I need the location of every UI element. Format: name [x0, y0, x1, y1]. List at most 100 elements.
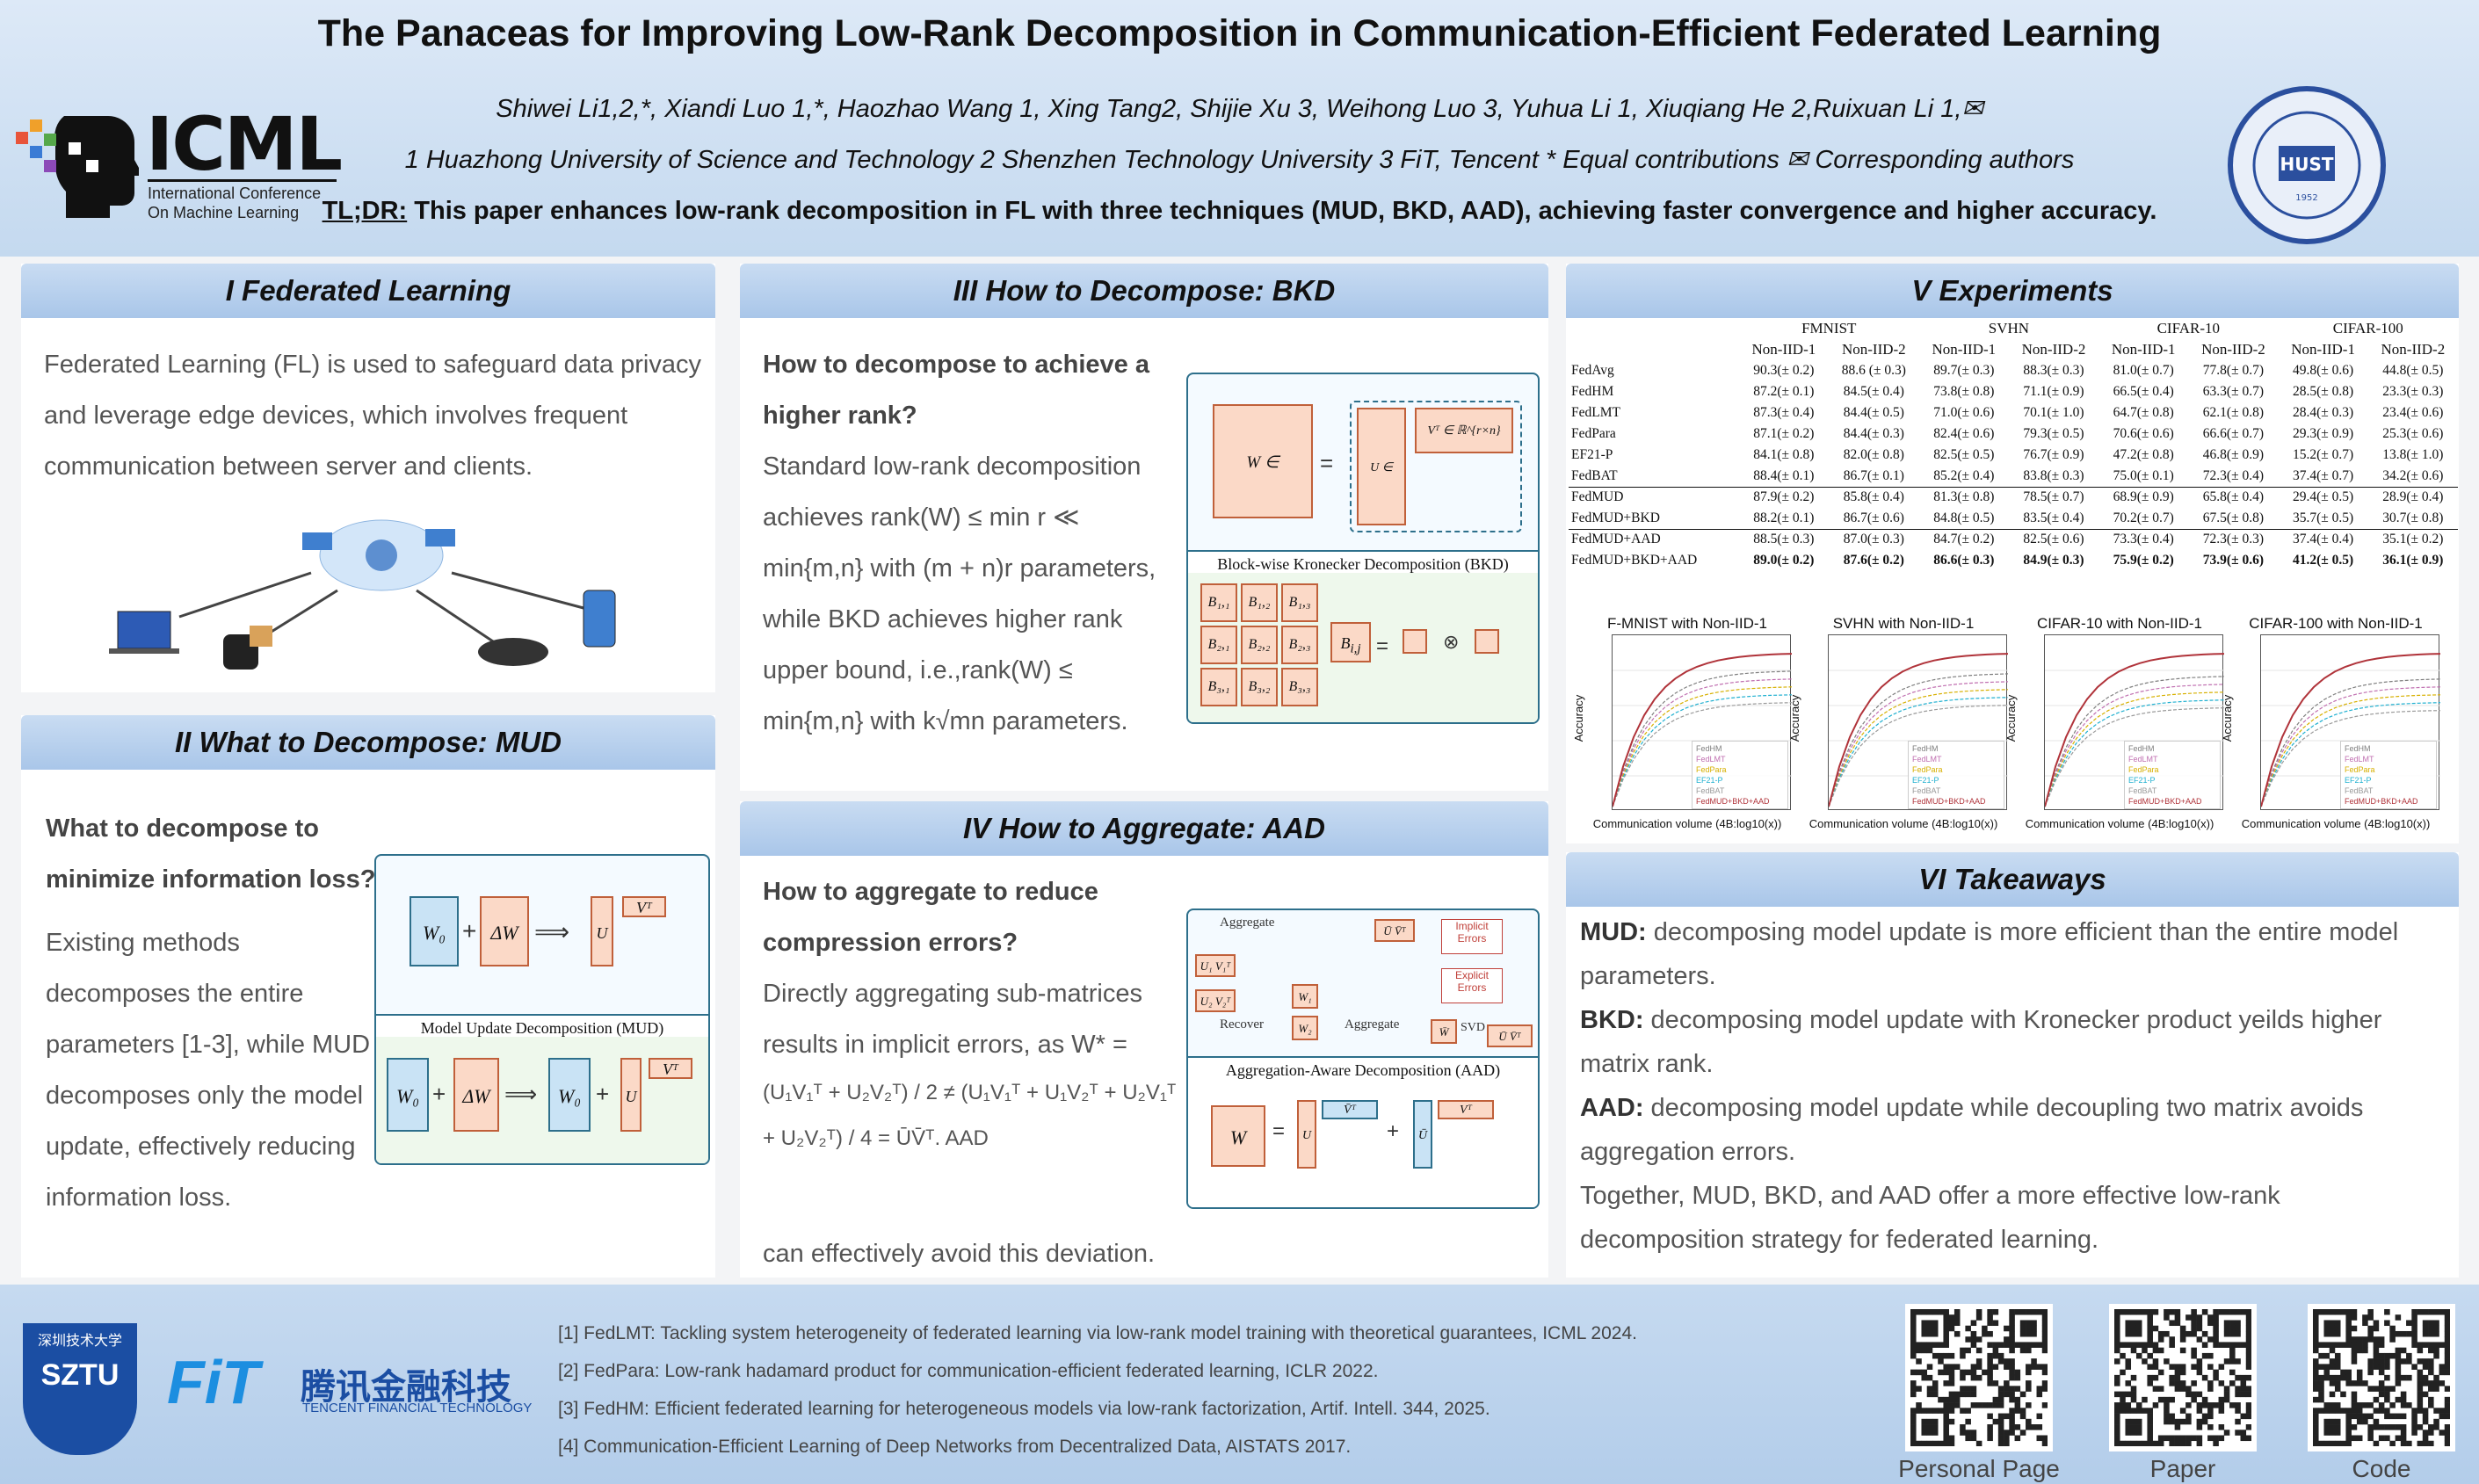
w-matrix-block: W ∈ ℝ^{m×n} — [1213, 404, 1313, 586]
section-body-2: (U₁V₁ᵀ + U₂V₂ᵀ) / 2 ≠ (U₁V₁ᵀ + U₁V₂ᵀ + U… — [763, 1081, 1177, 1150]
table-cell: 82.5(± 0.5) — [1933, 447, 1995, 462]
icml-logo: ICML International Conference On Machine… — [16, 107, 343, 221]
table-cell: 87.9(± 0.2) — [1738, 486, 1829, 508]
section-body-3: can effectively avoid this deviation. — [763, 1240, 1156, 1268]
table-cell: 46.8(± 0.9) — [2202, 447, 2265, 462]
table-cell: 75.0(± 0.1) — [2113, 467, 2174, 483]
table-cell: 88.2(± 0.1) — [1753, 510, 1815, 525]
takeaway-item: BKD: decomposing model update with Krone… — [1580, 998, 2441, 1086]
takeaway-text: decomposing model update with Kronecker … — [1580, 1006, 2382, 1078]
vt-block: Vᵀ — [649, 1058, 692, 1079]
table-cell: 88.6 (± 0.3) — [1841, 363, 1906, 378]
u-block: U — [1297, 1100, 1316, 1169]
table-cell: 84.5(± 0.4) — [1843, 384, 1904, 399]
takeaway-text: decomposing model update is more efficie… — [1580, 918, 2399, 990]
plot-ylabel: Accuracy — [1572, 694, 1586, 742]
table-cell: 86.7(± 0.6) — [1843, 510, 1904, 525]
table-cell: 85.2(± 0.4) — [1933, 467, 1995, 483]
legend-item: FedBAT — [1912, 786, 1941, 795]
icml-head-icon — [16, 116, 139, 218]
series-line — [2044, 676, 2225, 807]
table-cell: 83.8(± 0.3) — [2023, 467, 2084, 483]
method-name: FedAvg — [1571, 363, 1614, 378]
figure-caption: Model Update Decomposition (MUD) — [376, 1014, 708, 1038]
plot-ylabel: Accuracy — [2221, 694, 2235, 742]
qr-code-paper[interactable] — [2109, 1304, 2257, 1451]
table-cell: 82.4(± 0.6) — [1933, 426, 1995, 441]
table-cell: 81.0(± 0.7) — [2113, 363, 2174, 378]
series-line — [2044, 684, 2225, 807]
section-question: How to decompose to achieve a higher ran… — [763, 351, 1149, 430]
method-name: FedHM — [1571, 384, 1614, 399]
series-line — [2260, 710, 2441, 807]
table-cell: 37.4(± 0.7) — [2293, 467, 2354, 483]
subcol-header: Non-IID-1 — [2291, 341, 2355, 358]
equals-sign: = — [1272, 1119, 1286, 1143]
mud-panel: W₀ + ΔW ⟹ W₀ + U Vᵀ — [376, 1037, 708, 1163]
series-line — [1828, 697, 2009, 807]
table-cell: 84.1(± 0.8) — [1753, 447, 1815, 462]
series-line — [1612, 670, 1793, 807]
implicit-errors-label: Implicit Errors — [1441, 919, 1503, 954]
table-cell: 78.5(± 0.7) — [2008, 486, 2099, 508]
aad-panel: W = U V̄ᵀ + Ū Vᵀ — [1188, 1079, 1538, 1207]
subcol-header: Non-IID-2 — [2201, 341, 2265, 358]
figure-caption: Block-wise Kronecker Decomposition (BKD) — [1188, 550, 1538, 574]
table-cell: 79.3(± 0.5) — [2023, 426, 2084, 441]
legend-item: FedHM — [1696, 744, 1722, 753]
table-cell: 88.3(± 0.3) — [2023, 363, 2084, 378]
legend-item: EF21-P — [1696, 776, 1723, 785]
qr-code-code[interactable] — [2308, 1304, 2455, 1451]
u-block: U — [591, 896, 613, 966]
table-cell: 87.3(± 0.4) — [1753, 405, 1815, 420]
table-cell: 44.8(± 0.5) — [2382, 363, 2444, 378]
aad-figure: Aggregate U₁ V₁ᵀ U₂ V₂ᵀ Recover W₁ W₂ Ag… — [1186, 908, 1540, 1209]
table-cell: 85.8(± 0.4) — [1828, 486, 1919, 508]
table-cell: 66.6(± 0.7) — [2202, 426, 2265, 441]
series-line — [1828, 689, 2009, 807]
table-cell: 66.5(± 0.4) — [2113, 384, 2174, 399]
block-grid: B₁,₁ B₁,₂ B₁,₃ B₂,₁ B₂,₂ B₂,₃ B₃,₁ B₃,₂ … — [1200, 583, 1318, 706]
vbar-t-block: V̄ᵀ — [1322, 1100, 1378, 1119]
label-aggregate-mid: Aggregate — [1345, 1017, 1400, 1032]
tldr-label: TL;DR: — [322, 197, 408, 225]
sztu-logo: 深圳技术大学 SZTU — [23, 1323, 137, 1455]
table-cell: 28.9(± 0.4) — [2367, 486, 2458, 508]
table-cell: 70.6(± 0.6) — [2113, 426, 2174, 441]
legend-item: FedPara — [2128, 765, 2159, 774]
section-federated-learning: I Federated Learning Federated Learning … — [21, 264, 715, 692]
series-line — [1612, 694, 1793, 807]
tencent-logo-en: TENCENT FINANCIAL TECHNOLOGY — [302, 1401, 533, 1415]
table-cell: 13.8(± 1.0) — [2382, 447, 2444, 462]
qr-label: Personal Page — [1898, 1455, 2060, 1482]
plot-ylabel: Accuracy — [1788, 694, 1802, 742]
takeaway-item: MUD: decomposing model update is more ef… — [1580, 910, 2441, 998]
method-name: FedLMT — [1571, 405, 1620, 420]
table-cell: 89.0(± 0.2) — [1753, 553, 1815, 568]
affiliations: 1 Huazhong University of Science and Tec… — [404, 146, 2075, 174]
plot-xlabel: Communication volume (4B:log10(x)) — [1809, 817, 1998, 830]
table-cell: 28.4(± 0.3) — [2293, 405, 2354, 420]
legend-item: FedMUD+BKD+AAD — [1696, 797, 1770, 806]
hust-seal-logo: HUST 1952 — [2228, 86, 2386, 244]
table-cell: 25.3(± 0.6) — [2382, 426, 2444, 441]
kron-sign: ⊗ — [1443, 631, 1460, 653]
table-cell: 89.7(± 0.3) — [1933, 363, 1995, 378]
ubar-block: Ū — [1413, 1100, 1432, 1169]
dataset-header: FMNIST — [1801, 320, 1857, 337]
section-question: How to aggregate to reduce compression e… — [763, 878, 1098, 957]
tldr-text: This paper enhances low-rank decompositi… — [407, 197, 2157, 225]
plot-title: CIFAR-100 with Non-IID-1 — [2249, 615, 2423, 632]
icml-sub-line2: On Machine Learning — [148, 204, 300, 221]
takeaway-item: AAD: decomposing model update while deco… — [1580, 1086, 2441, 1174]
vt-block: Vᵀ — [1438, 1100, 1494, 1119]
table-cell: 87.0(± 0.3) — [1828, 528, 1919, 550]
qr-code-personal-page[interactable] — [1905, 1304, 2053, 1451]
